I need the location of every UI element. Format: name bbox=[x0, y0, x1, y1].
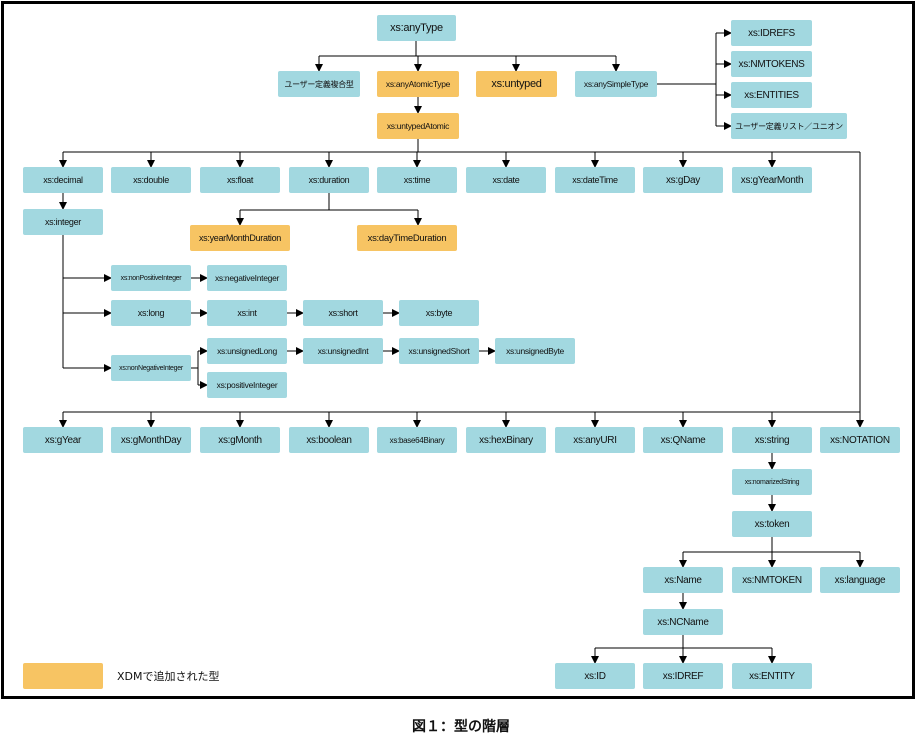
type-node-qname: xs:QName bbox=[643, 427, 723, 453]
type-node-unsignedlong: xs:unsignedLong bbox=[207, 338, 287, 364]
type-node-unsignedshort: xs:unsignedShort bbox=[399, 338, 479, 364]
type-node-token: xs:token bbox=[732, 511, 812, 537]
type-node-ncname: xs:NCName bbox=[643, 609, 723, 635]
type-node-long: xs:long bbox=[111, 300, 191, 326]
type-node-userlistunion: ユーザー定義リスト／ユニオン bbox=[731, 113, 847, 139]
type-node-anytype: xs:anyType bbox=[377, 15, 456, 41]
type-node-id: xs:ID bbox=[555, 663, 635, 689]
type-node-datetime: xs:dateTime bbox=[555, 167, 635, 193]
legend-swatch bbox=[23, 663, 103, 689]
type-node-integer: xs:integer bbox=[23, 209, 103, 235]
type-node-unsignedbyte: xs:unsignedByte bbox=[495, 338, 575, 364]
type-node-gmonthday: xs:gMonthDay bbox=[111, 427, 191, 453]
type-node-nonnegativeinteger: xs:nonNegativeInteger bbox=[111, 355, 191, 381]
type-node-time: xs:time bbox=[377, 167, 457, 193]
type-node-entity: xs:ENTITY bbox=[732, 663, 812, 689]
type-node-nmtokens: xs:NMTOKENS bbox=[731, 51, 812, 77]
type-node-negativeinteger: xs:negativeInteger bbox=[207, 265, 287, 291]
type-node-gyear: xs:gYear bbox=[23, 427, 103, 453]
type-node-gday: xs:gDay bbox=[643, 167, 723, 193]
diagram-frame bbox=[1, 1, 915, 699]
type-node-byte: xs:byte bbox=[399, 300, 479, 326]
type-node-nmtoken: xs:NMTOKEN bbox=[732, 567, 812, 593]
type-node-yearmonthduration: xs:yearMonthDuration bbox=[190, 225, 290, 251]
type-node-boolean: xs:boolean bbox=[289, 427, 369, 453]
type-node-duration: xs:duration bbox=[289, 167, 369, 193]
type-node-usercomplex: ユーザー定義複合型 bbox=[278, 71, 360, 97]
type-node-unsignedint: xs:unsignedInt bbox=[303, 338, 383, 364]
legend-label: XDMで追加された型 bbox=[117, 670, 220, 683]
type-node-hexbinary: xs:hexBinary bbox=[466, 427, 546, 453]
type-node-decimal: xs:decimal bbox=[23, 167, 103, 193]
type-node-anyuri: xs:anyURI bbox=[555, 427, 635, 453]
type-node-gmonth: xs:gMonth bbox=[200, 427, 280, 453]
type-node-short: xs:short bbox=[303, 300, 383, 326]
type-node-gyearmonth: xs:gYearMonth bbox=[732, 167, 812, 193]
type-node-base64binary: xs:base64Binary bbox=[377, 427, 457, 453]
type-node-notation: xs:NOTATION bbox=[820, 427, 900, 453]
type-node-anyatomictype: xs:anyAtomicType bbox=[377, 71, 459, 97]
type-node-normalizedstring: xs:nomarizedString bbox=[732, 469, 812, 495]
type-node-idref: xs:IDREF bbox=[643, 663, 723, 689]
type-node-string: xs:string bbox=[732, 427, 812, 453]
type-node-float: xs:float bbox=[200, 167, 280, 193]
type-node-language: xs:language bbox=[820, 567, 900, 593]
type-node-int: xs:int bbox=[207, 300, 287, 326]
type-node-double: xs:double bbox=[111, 167, 191, 193]
type-node-idrefs: xs:IDREFS bbox=[731, 20, 812, 46]
type-node-positiveinteger: xs:positiveInteger bbox=[207, 372, 287, 398]
type-node-anysimpletype: xs:anySimpleType bbox=[575, 71, 657, 97]
type-node-entities: xs:ENTITIES bbox=[731, 82, 812, 108]
type-node-name: xs:Name bbox=[643, 567, 723, 593]
figure-caption: 図１：型の階層 bbox=[412, 719, 510, 735]
type-node-date: xs:date bbox=[466, 167, 546, 193]
type-node-untyped: xs:untyped bbox=[476, 71, 557, 97]
type-node-untypedatomic: xs:untypedAtomic bbox=[377, 113, 459, 139]
type-node-nonpositiveinteger: xs:nonPositiveInteger bbox=[111, 265, 191, 291]
type-node-daytimeduration: xs:dayTimeDuration bbox=[357, 225, 457, 251]
